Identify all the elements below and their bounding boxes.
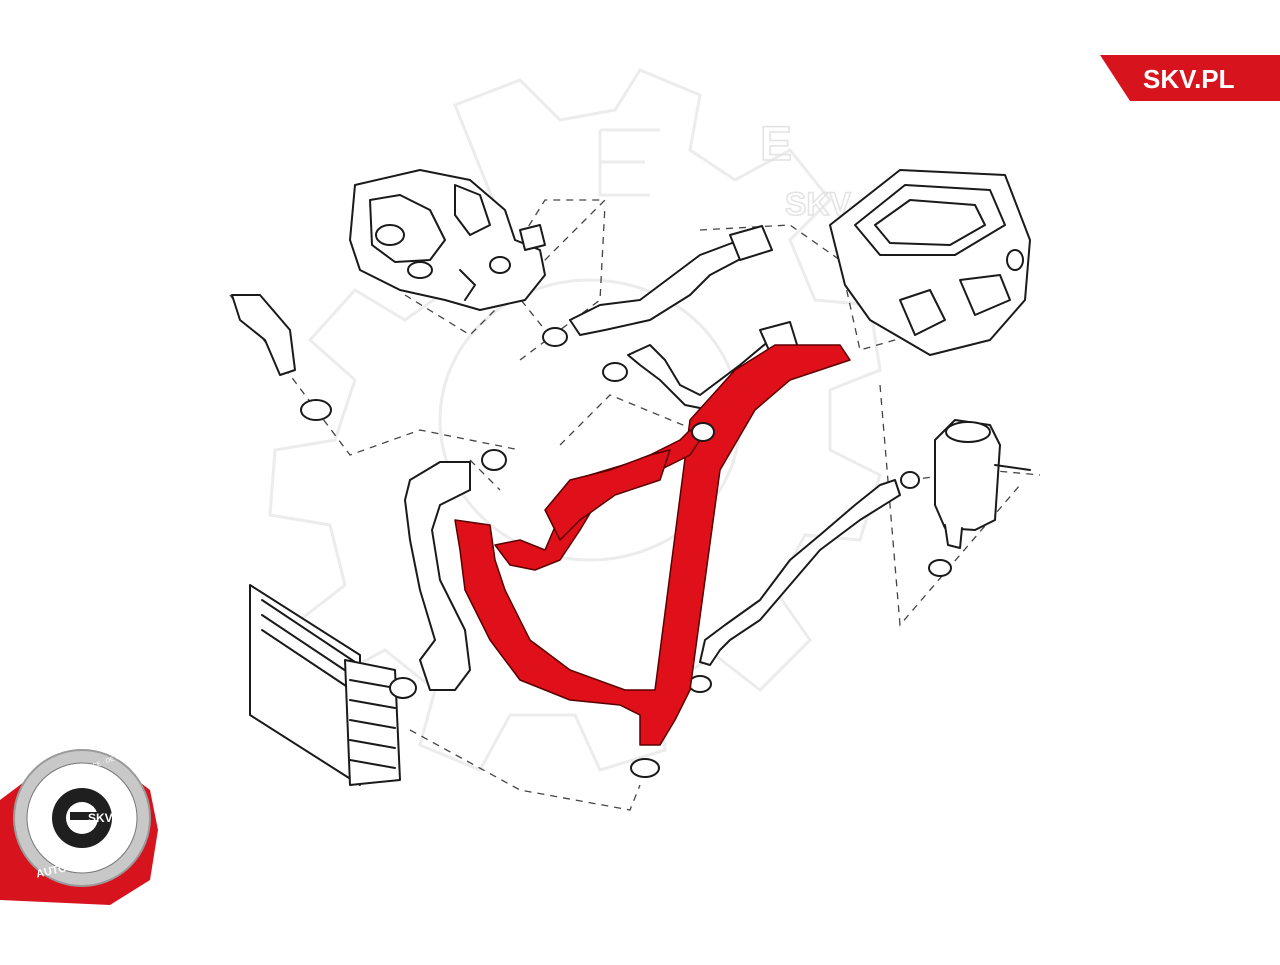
highlighted-coolant-hose (454, 344, 851, 778)
brand-site-label: SKV.PL (1143, 64, 1235, 94)
watermark-e-letter: E (760, 118, 792, 171)
brand-tab: SKV.PL (1100, 55, 1280, 101)
pipe-stub-left (231, 294, 332, 421)
hose-clamp-bottom (630, 758, 660, 778)
leader-lines (229, 199, 1041, 811)
heater-box-drawing (829, 169, 1031, 356)
heater-hose-upper (542, 225, 773, 347)
badge-center-text: SKV (88, 811, 113, 825)
expansion-tank-drawing (934, 419, 1031, 549)
highlighted-hose-main-branch (454, 344, 851, 746)
hose-clamp-top (691, 422, 715, 442)
radiator-drawing (249, 584, 401, 786)
expansion-tank-hose (688, 471, 952, 693)
skv-auto-parts-badge: SKV AUTO PARTS AFTERMARKET PRICE · OE QU… (0, 747, 158, 905)
radiator-upper-hose (389, 449, 507, 699)
engine-block-drawing (349, 169, 546, 311)
